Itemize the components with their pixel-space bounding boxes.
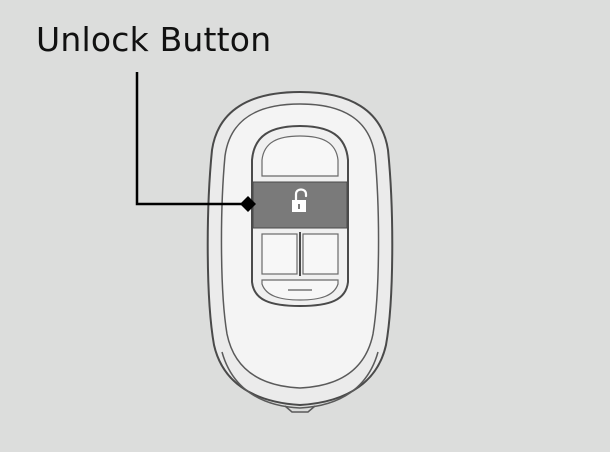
unlock-button-callout-label: Unlock Button <box>36 20 272 59</box>
lower-right-button[interactable] <box>302 233 339 275</box>
fob-lower-edge <box>221 351 379 409</box>
lower-left-button[interactable] <box>261 233 298 275</box>
lock-button[interactable] <box>261 135 339 177</box>
callout-pointer-diamond <box>240 196 256 212</box>
open-padlock-icon <box>292 188 308 212</box>
callout-leader-line <box>135 72 248 206</box>
fob-bottom-tab <box>284 405 316 413</box>
